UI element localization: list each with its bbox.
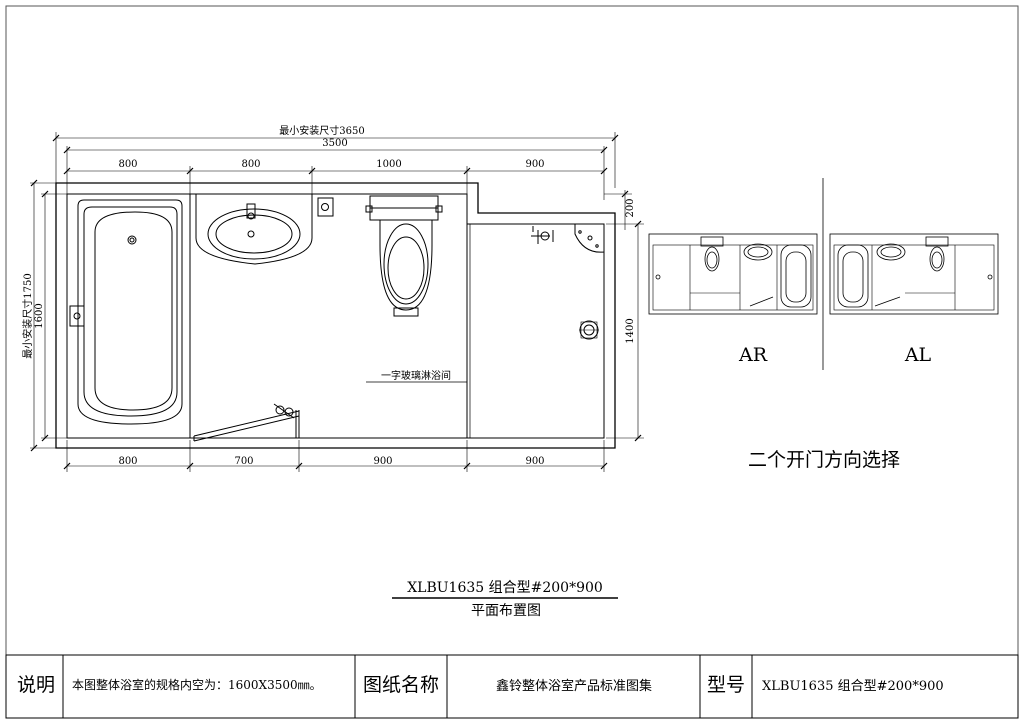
variant-al-plan (829, 233, 999, 315)
variant-al-label: AL (904, 344, 932, 366)
note-heading: 说明 (17, 674, 55, 696)
main-floor-plan (55, 182, 616, 449)
dim-min-install-height: 最小安装尺寸1750 (21, 273, 34, 358)
dim-right-1400: 1400 (625, 318, 636, 343)
dim-height: 1600 (34, 303, 45, 328)
dim-total-width: 3500 (322, 138, 347, 149)
plan-outer-wall (55, 182, 616, 449)
dim-top-2: 800 (241, 159, 260, 170)
toilet (365, 195, 443, 317)
bathtub (69, 199, 183, 425)
title-block (5, 654, 1019, 719)
drawing-name-heading: 图纸名称 (363, 674, 439, 696)
note-text: 本图整体浴室的规格内空为：1600X3500㎜。 (72, 677, 322, 692)
dim-bottom-3: 900 (373, 456, 392, 467)
dim-min-install-width: 最小安装尺寸3650 (279, 124, 364, 137)
wall-fixture (317, 197, 334, 217)
variant-ar-plan (648, 233, 818, 315)
dim-top-1: 800 (118, 159, 137, 170)
washbasin (195, 194, 313, 265)
shower-enclosure-label: 一字玻璃淋浴间 (381, 369, 451, 382)
dimension-ticks (30, 134, 642, 470)
drawing-name-value: 鑫铃整体浴室产品标准图集 (496, 678, 652, 694)
drawing-subtitle: 平面布置图 (471, 603, 541, 619)
drawing-model-title: XLBU1635 组合型#200*900 (407, 580, 603, 596)
variant-ar-label: AR (738, 344, 768, 366)
shower-fixtures (531, 223, 605, 340)
plan-inner-wall (66, 193, 605, 439)
dim-top-3: 1000 (376, 159, 401, 170)
dim-bottom-2: 700 (234, 456, 253, 467)
dim-bottom-1: 800 (118, 456, 137, 467)
dim-bottom-4: 900 (525, 456, 544, 467)
dim-top-4: 900 (525, 159, 544, 170)
door-direction-caption: 二个开门方向选择 (748, 449, 900, 471)
model-value: XLBU1635 组合型#200*900 (762, 679, 944, 694)
sliding-door (193, 403, 300, 442)
model-heading: 型号 (707, 674, 745, 696)
dim-right-200: 200 (625, 198, 636, 217)
